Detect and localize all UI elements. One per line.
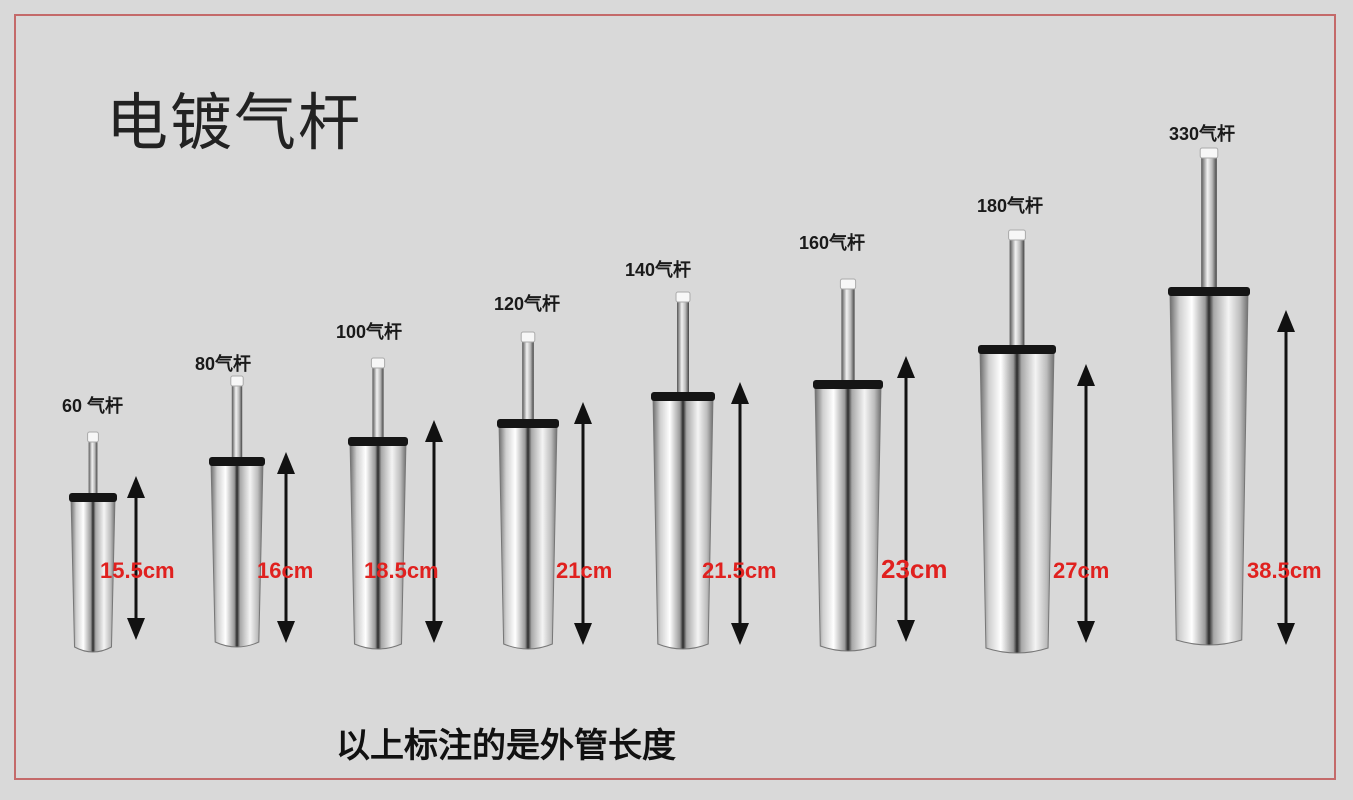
model-label: 330气杆 bbox=[1169, 123, 1235, 144]
length-arrow-head-down bbox=[127, 618, 145, 640]
model-label: 180气杆 bbox=[977, 195, 1043, 216]
model-label: 80气杆 bbox=[195, 353, 251, 374]
length-arrow-head-up bbox=[574, 402, 592, 424]
piston-rod bbox=[231, 384, 243, 465]
piston-rod bbox=[1201, 156, 1217, 295]
cylinder-tube bbox=[70, 496, 116, 653]
piston-cap bbox=[87, 431, 99, 443]
model-label: 120气杆 bbox=[494, 293, 560, 314]
cylinder-tube bbox=[979, 348, 1055, 654]
length-arrow-head-up bbox=[731, 382, 749, 404]
cylinder-tube bbox=[1169, 290, 1249, 646]
length-label: 16cm bbox=[257, 558, 313, 583]
piston-cap bbox=[230, 375, 244, 387]
piston-cap bbox=[839, 278, 857, 290]
piston-cap bbox=[675, 291, 691, 303]
length-label: 21.5cm bbox=[702, 558, 777, 583]
piston-cap bbox=[1199, 147, 1219, 159]
length-arrow-head-up bbox=[1277, 310, 1295, 332]
cylinder-top-ring bbox=[209, 457, 265, 466]
length-arrow-head-up bbox=[425, 420, 443, 442]
cylinder-top-ring bbox=[1168, 287, 1250, 296]
page-title: 电镀气杆 bbox=[106, 86, 363, 159]
piston-cap bbox=[1008, 229, 1026, 241]
length-label: 15.5cm bbox=[100, 558, 175, 583]
piston-cap bbox=[370, 357, 386, 369]
cylinder-top-ring bbox=[348, 437, 408, 446]
cylinder-top-ring bbox=[69, 493, 117, 502]
length-arrow-head-up bbox=[277, 452, 295, 474]
length-label: 18.5cm bbox=[364, 558, 439, 583]
cylinder-top-ring bbox=[651, 392, 715, 401]
cylinder-top-ring bbox=[813, 380, 883, 389]
length-arrow-head-down bbox=[731, 623, 749, 645]
piston-cap bbox=[520, 331, 536, 343]
cylinder-tube bbox=[814, 383, 882, 652]
cylinder-tube bbox=[652, 395, 714, 650]
length-label: 38.5cm bbox=[1247, 558, 1322, 583]
piston-rod bbox=[841, 287, 855, 388]
piston-rod bbox=[1009, 238, 1025, 353]
length-arrow-head-down bbox=[1277, 623, 1295, 645]
length-arrow-head-down bbox=[574, 623, 592, 645]
cylinder-top-ring bbox=[978, 345, 1056, 354]
cylinder-tube bbox=[210, 460, 264, 648]
length-arrow-head-down bbox=[277, 621, 295, 643]
image-frame bbox=[14, 14, 1336, 780]
piston-rod bbox=[88, 440, 98, 501]
cylinder-tube bbox=[498, 422, 558, 650]
cylinder-top-ring bbox=[497, 419, 559, 428]
length-arrow-head-down bbox=[1077, 621, 1095, 643]
length-arrow-head-up bbox=[897, 356, 915, 378]
piston-rod bbox=[522, 340, 534, 427]
model-label: 160气杆 bbox=[799, 232, 865, 253]
piston-rod bbox=[677, 300, 689, 400]
cylinder-tube bbox=[349, 440, 407, 650]
model-label: 100气杆 bbox=[336, 321, 402, 342]
length-label: 27cm bbox=[1053, 558, 1109, 583]
length-arrow-head-down bbox=[425, 621, 443, 643]
piston-rod bbox=[372, 366, 384, 445]
model-label: 60 气杆 bbox=[62, 395, 123, 416]
model-label: 140气杆 bbox=[625, 259, 691, 280]
length-label: 21cm bbox=[556, 558, 612, 583]
footer-note: 以上标注的是外管长度 bbox=[336, 726, 676, 766]
length-label: 23cm bbox=[881, 554, 948, 584]
length-arrow-head-down bbox=[897, 620, 915, 642]
length-arrow-head-up bbox=[1077, 364, 1095, 386]
length-arrow-head-up bbox=[127, 476, 145, 498]
